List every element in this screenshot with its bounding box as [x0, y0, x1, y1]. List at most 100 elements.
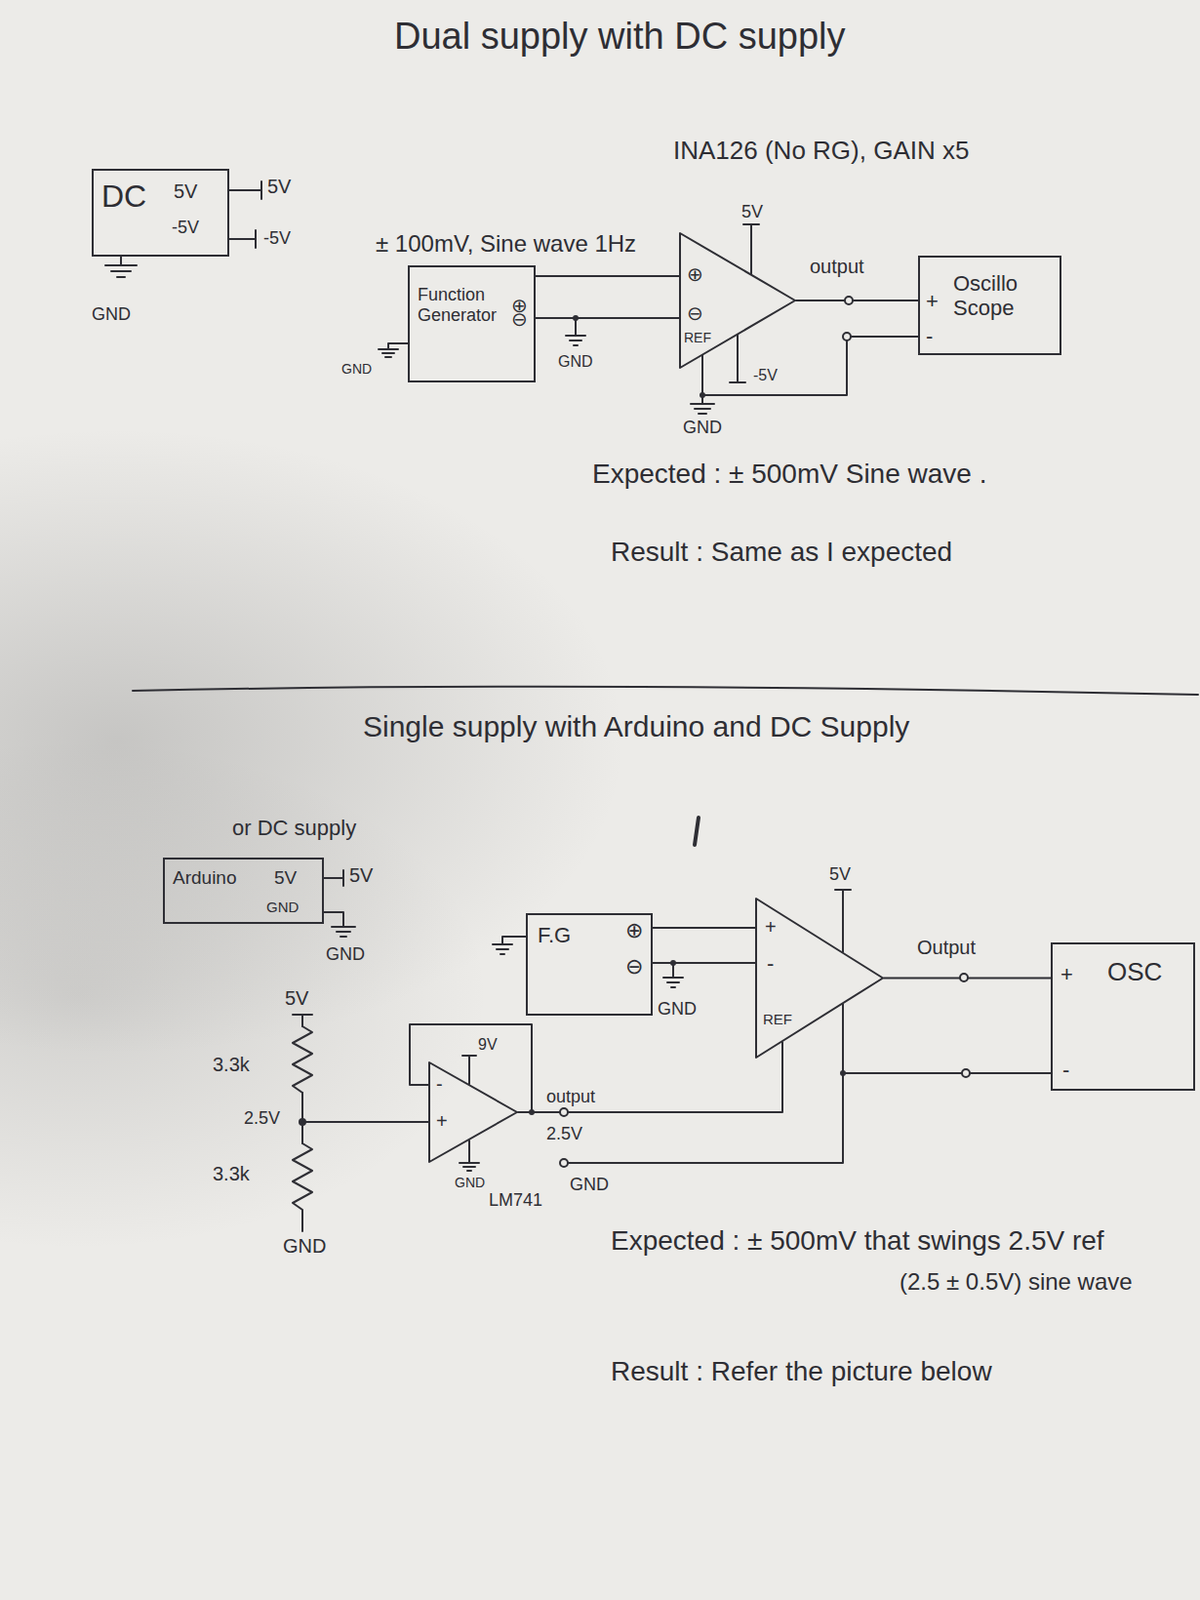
amplifier-triangle: ⊕⊖REF: [679, 232, 797, 369]
junction-dot: [699, 392, 706, 399]
test-terminal: [961, 1069, 970, 1078]
supply-pin: [462, 1055, 477, 1062]
section-divider: [132, 686, 1199, 695]
pin-mark: ⊕: [686, 263, 704, 286]
supply-label: 9V: [478, 1036, 498, 1054]
pin-mark: +: [436, 1110, 448, 1133]
supply-label: 5V: [349, 864, 373, 887]
ground-label: GND: [682, 417, 722, 439]
note-text: (2.5 ± 0.5V) sine wave: [899, 1268, 1133, 1296]
resistor-value: 3.3k: [212, 1053, 250, 1077]
wire: [652, 926, 756, 929]
part-note: INA126 (No RG), GAIN x5: [673, 136, 969, 166]
ground-label: GND: [341, 360, 372, 377]
pen-mark: [694, 817, 699, 845]
section-heading: Single supply with Arduino and DC Supply: [362, 710, 910, 745]
feedback-wire: [409, 1024, 532, 1113]
supply-label: 5V: [267, 175, 291, 199]
supply-label: 5V: [829, 864, 851, 885]
device-name: Function Generator: [417, 284, 508, 325]
test-terminal: [960, 973, 968, 982]
pin-name: REF: [762, 1010, 793, 1028]
voltage-label: -5V: [171, 217, 200, 239]
wire: [842, 1058, 1051, 1074]
terminal-wire: [323, 870, 344, 886]
supply-pin: [835, 889, 851, 898]
supply-pin: [729, 368, 746, 383]
wire: [535, 317, 680, 320]
pin-stub: [736, 334, 739, 369]
voltage-label: 2.5V: [546, 1123, 583, 1145]
voltage-label: 2.5V: [243, 1108, 280, 1129]
ground-wire: [567, 1073, 843, 1163]
ground-symbol: [105, 256, 137, 278]
note-text: Result : Refer the picture below: [610, 1356, 993, 1388]
ground-symbol: [565, 318, 586, 346]
pin-stub: [781, 1041, 784, 1060]
test-terminal: [842, 332, 851, 341]
pin-stub: [468, 1139, 471, 1163]
ground-label: GND: [325, 944, 365, 965]
op-amp-triangle: -+LM741: [428, 1061, 519, 1163]
note-text: Expected : ± 500mV that swings 2.5V ref: [610, 1225, 1105, 1257]
power-supply-box: DC 5V -5V: [91, 168, 230, 257]
resistor-value: 3.3k: [212, 1162, 250, 1186]
note-text: Expected : ± 500mV Sine wave .: [592, 458, 987, 490]
pin-mark: +: [1060, 961, 1074, 987]
ground-label: GND: [569, 1174, 609, 1196]
divider-wire: [302, 1092, 429, 1144]
pin-mark: +: [764, 916, 777, 939]
test-terminal: [844, 296, 853, 305]
supply-label: -5V: [753, 366, 778, 385]
triangle-outline: [756, 898, 883, 1058]
oscilloscope-box: + OSC -: [1050, 942, 1196, 1091]
pin-mark: ⊖: [686, 302, 704, 325]
supply-label: -5V: [263, 228, 291, 249]
pin-stub: [841, 1003, 844, 1059]
test-terminal: [560, 1159, 568, 1167]
ground-label: GND: [91, 304, 131, 325]
triangle-outline: [680, 233, 796, 368]
pin-name: 5V: [274, 867, 297, 889]
oscilloscope-box: +-Oscillo Scope: [918, 255, 1062, 356]
supply-pin: [743, 224, 760, 233]
pin-name: GND: [266, 898, 299, 916]
signal-name: Output: [917, 936, 976, 960]
signal-name: output: [546, 1086, 596, 1108]
wire: [535, 275, 680, 278]
wire: [796, 299, 919, 302]
voltage-label: 5V: [173, 180, 198, 203]
part-name: LM741: [488, 1190, 543, 1211]
junction-dot: [670, 960, 677, 966]
ground-label: GND: [558, 353, 594, 371]
terminal-wire: [229, 181, 262, 248]
junction-dot: [572, 315, 579, 321]
pin-stub: [468, 1061, 471, 1085]
resistor-symbol: [292, 1143, 313, 1232]
junction-dot: [840, 1070, 846, 1077]
device-name: DC: [101, 178, 147, 215]
supply-bar: [292, 1014, 313, 1027]
resistor-symbol: [292, 1026, 313, 1093]
pin-mark: -: [925, 323, 933, 349]
junction-dot: [298, 1118, 307, 1126]
terminal-mark: ⊖: [625, 954, 643, 979]
junction-dot: [528, 1109, 535, 1116]
arduino-box: Arduino 5V GND: [162, 857, 324, 924]
function-generator-box: F.G⊕⊖: [525, 913, 653, 1016]
wire: [652, 961, 756, 964]
pin-mark: -: [766, 951, 774, 976]
amplifier-symbol: [679, 232, 797, 369]
function-generator-box: Function Generator⊕⊖: [407, 265, 536, 383]
device-name: Arduino: [172, 867, 238, 889]
ground-symbol: [663, 962, 683, 988]
device-name: OSC: [1107, 958, 1162, 988]
wire: [702, 336, 919, 396]
note-text: or DC supply: [232, 815, 357, 840]
ground-symbol: [323, 912, 356, 937]
pin-mark: -: [1062, 1057, 1070, 1082]
ground-label: GND: [454, 1174, 485, 1191]
triangle-outline: [429, 1062, 518, 1162]
terminal-mark: ⊕: [625, 918, 643, 943]
